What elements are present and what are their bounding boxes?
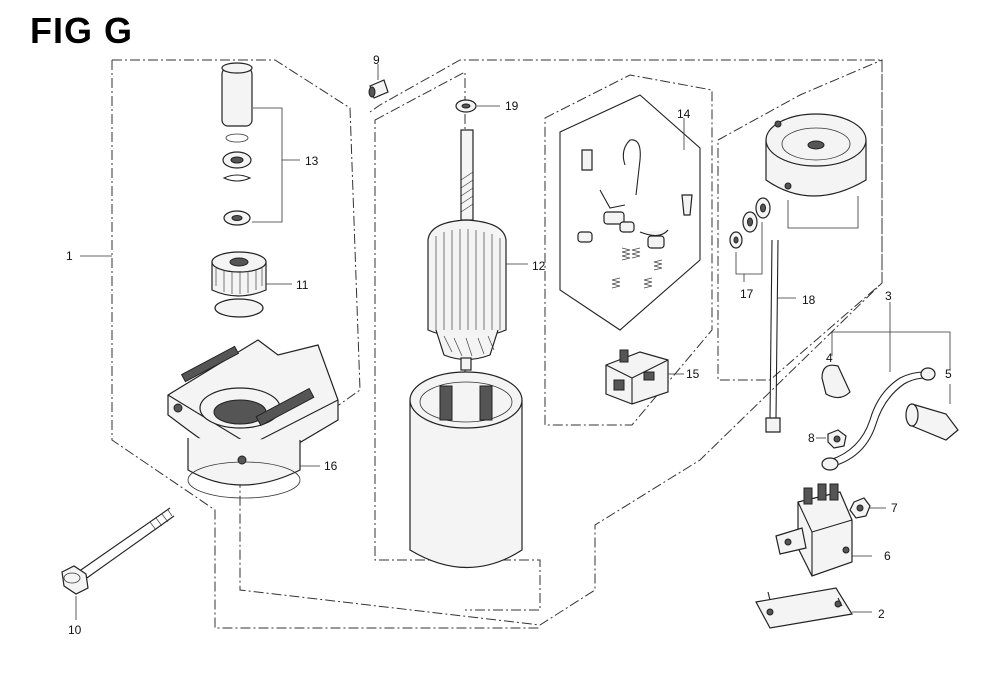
solenoid-switch: [775, 483, 853, 577]
pinion-gear: [211, 251, 267, 318]
callout-14: 14: [677, 107, 691, 121]
callout-4: 4: [826, 351, 833, 365]
nut-small: [827, 429, 847, 449]
armature: [427, 129, 507, 371]
callout-17: 17: [740, 287, 754, 301]
assembly-1-boundary-left: [111, 60, 540, 629]
front-bracket: [167, 339, 339, 499]
brush-kit: [559, 94, 701, 331]
terminal-boot: [905, 403, 959, 441]
callout-3: 3: [885, 289, 892, 303]
brush-group-boundary: [544, 74, 713, 426]
callout-11: 11: [296, 278, 309, 292]
armature-washer: [455, 99, 477, 113]
rear-cover-group-boundary: [717, 59, 883, 381]
callout-13: 13: [305, 154, 319, 168]
callout-6: 6: [884, 549, 891, 563]
pinion-stop-kit: [221, 62, 253, 226]
through-bolt-rear: [765, 239, 781, 433]
leader-4-5: [831, 331, 951, 404]
callout-19: 19: [505, 99, 519, 113]
callout-8: 8: [808, 431, 815, 445]
callout-15: 15: [686, 367, 700, 381]
callout-10: 10: [68, 623, 82, 637]
through-bolt: [61, 507, 175, 595]
callout-7: 7: [891, 501, 898, 515]
assembly-1-boundary: [112, 59, 883, 626]
callout-18: 18: [802, 293, 816, 307]
brush-holder: [605, 349, 669, 405]
rear-cover: [765, 113, 867, 229]
terminal-cap: [821, 364, 851, 399]
yoke: [409, 371, 523, 569]
leader-17: [735, 222, 763, 282]
callout-2: 2: [878, 607, 885, 621]
callout-1: 1: [66, 249, 73, 263]
bolt-small: [368, 79, 389, 99]
mounting-plate: [755, 587, 853, 629]
solenoid-nut: [849, 497, 871, 519]
callout-5: 5: [945, 367, 952, 381]
figure-title: FIG G: [30, 10, 133, 51]
washer-set: [729, 197, 771, 249]
callout-12: 12: [532, 259, 546, 273]
leader-13: [252, 107, 300, 223]
starter-cable: [821, 367, 936, 471]
callout-9: 9: [373, 53, 380, 67]
callout-16: 16: [324, 459, 338, 473]
